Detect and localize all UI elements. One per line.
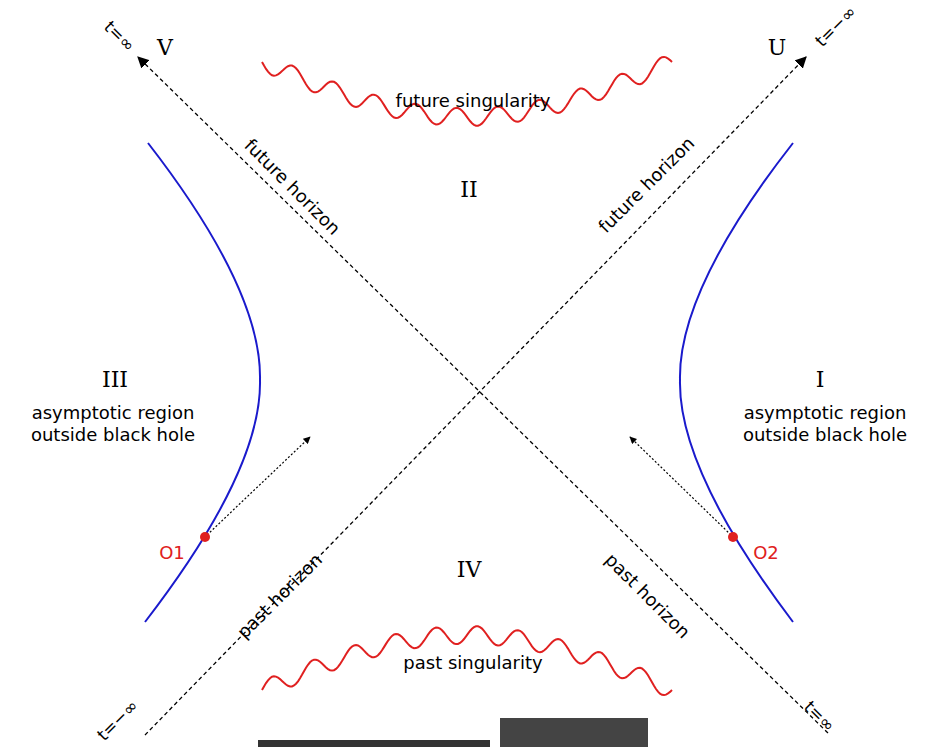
region-label: asymptotic region outside black hole	[725, 402, 925, 445]
u-axis	[145, 57, 806, 735]
v-axis	[138, 57, 828, 733]
singularity	[262, 626, 672, 695]
region-number: II	[460, 177, 477, 203]
axis-limit: t=−∞	[93, 695, 142, 744]
region-number: I	[816, 367, 825, 393]
worldline	[680, 143, 793, 622]
worldline	[145, 143, 260, 622]
region-number: IV	[457, 557, 482, 583]
signal-ray	[207, 437, 310, 535]
horizon-label: past horizon	[601, 549, 695, 643]
axis-name: V	[157, 35, 173, 61]
region-label: asymptotic region outside black hole	[13, 402, 213, 445]
observer-label: O1	[159, 542, 185, 564]
observer-dot	[728, 532, 738, 542]
region-label: future singularity	[396, 90, 551, 112]
axis-name: U	[768, 35, 787, 61]
observer-dot	[200, 532, 210, 542]
axis-limit: t=∞	[800, 696, 839, 735]
photo	[500, 718, 648, 747]
region-number: III	[102, 367, 128, 393]
horizon-label: future horizon	[240, 135, 345, 240]
signal-ray	[630, 437, 731, 535]
axis-limit: t=−∞	[811, 1, 860, 50]
horizon-label: past horizon	[233, 549, 327, 643]
photo	[258, 740, 490, 747]
singularity	[262, 57, 672, 126]
axis-limit: t=∞	[100, 16, 139, 55]
region-label: past singularity	[403, 652, 542, 674]
observer-label: O2	[753, 542, 779, 564]
